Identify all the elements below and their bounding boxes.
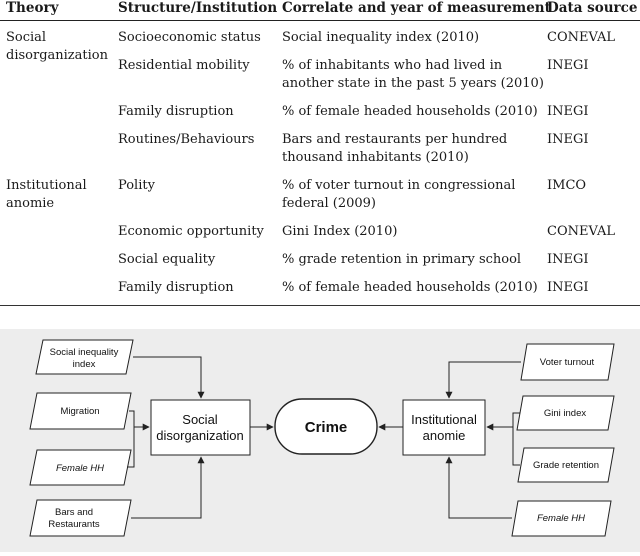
cell-correlate: % grade retention in primary school bbox=[282, 252, 522, 267]
label-social-box-1: Social bbox=[182, 412, 218, 427]
connector-female-hh-left bbox=[127, 434, 135, 468]
connector-voter bbox=[445, 361, 521, 399]
input-shape-female-hh-right bbox=[511, 500, 612, 537]
input-shape-voter bbox=[520, 343, 615, 381]
connector-left-bracket bbox=[133, 421, 149, 434]
cell-structure: Economic opportunity bbox=[118, 224, 264, 239]
cell-correlate: Social inequality index (2010) bbox=[282, 30, 480, 45]
connector-right-bracket bbox=[487, 421, 514, 434]
cell-structure: Polity bbox=[118, 178, 155, 193]
conceptual-diagram: Social inequality index Migration Female… bbox=[0, 329, 640, 552]
connector-social-inequality bbox=[133, 356, 205, 399]
cell-source: INEGI bbox=[547, 132, 589, 147]
cell-source: CONEVAL bbox=[547, 224, 615, 239]
cell-correlate: % of voter turnout in congressional bbox=[282, 178, 516, 193]
cell-correlate: % of inhabitants who had lived in bbox=[282, 58, 503, 73]
table-bottom-rule bbox=[0, 305, 640, 306]
label-voter: Voter turnout bbox=[540, 357, 595, 368]
input-shape-grade bbox=[517, 447, 615, 483]
label-institutional-box-1: Institutional bbox=[411, 412, 477, 427]
label-female-hh-right: Female HH bbox=[537, 513, 585, 524]
connector-grade bbox=[512, 434, 520, 466]
header-structure: Structure/Institution bbox=[118, 0, 278, 16]
label-social-inequality-2: index bbox=[73, 359, 96, 370]
cell-structure: Residential mobility bbox=[118, 58, 250, 73]
cell-source: INEGI bbox=[547, 58, 589, 73]
cell-theory: anomie bbox=[6, 196, 55, 211]
connector-migration bbox=[129, 410, 135, 421]
cell-source: CONEVAL bbox=[547, 30, 615, 45]
connector-female-hh-right bbox=[445, 456, 512, 519]
label-bars-1: Bars and bbox=[55, 507, 93, 518]
cell-source: INEGI bbox=[547, 280, 589, 295]
cell-structure: Family disruption bbox=[118, 104, 234, 119]
connector-bars bbox=[131, 456, 205, 519]
cell-theory: Institutional bbox=[6, 178, 87, 193]
cell-structure: Social equality bbox=[118, 252, 216, 267]
cell-correlate: % of female headed households (2010) bbox=[282, 280, 538, 295]
cell-structure: Socioeconomic status bbox=[118, 30, 261, 45]
header-data-source: Data source bbox=[547, 0, 638, 16]
cell-correlate: thousand inhabitants (2010) bbox=[282, 150, 469, 165]
cell-structure: Routines/Behaviours bbox=[118, 132, 255, 147]
input-shape-social-inequality bbox=[35, 339, 134, 375]
header-correlate: Correlate and year of measurement bbox=[282, 0, 551, 16]
input-shape-gini bbox=[516, 395, 615, 431]
cell-theory: disorganization bbox=[6, 48, 108, 63]
cell-correlate: % of female headed households (2010) bbox=[282, 104, 538, 119]
header-theory: Theory bbox=[6, 0, 59, 16]
box-institutional-anomie bbox=[402, 399, 486, 456]
label-gini: Gini index bbox=[544, 408, 586, 419]
label-migration: Migration bbox=[60, 406, 99, 417]
label-bars-2: Restaurants bbox=[48, 519, 99, 530]
cell-correlate: Gini Index (2010) bbox=[282, 224, 398, 239]
cell-theory: Social bbox=[6, 30, 47, 45]
cell-source: INEGI bbox=[547, 104, 589, 119]
cell-correlate: federal (2009) bbox=[282, 196, 377, 211]
diagram-svg: Social inequality index Migration Female… bbox=[29, 339, 615, 537]
table-header-row: Theory Structure/Institution Correlate a… bbox=[0, 0, 640, 21]
connector-gini bbox=[512, 412, 520, 421]
label-social-box-2: disorganization bbox=[156, 428, 243, 443]
input-shape-bars bbox=[29, 499, 132, 537]
cell-source: IMCO bbox=[547, 178, 587, 193]
cell-correlate: Bars and restaurants per hundred bbox=[282, 132, 508, 147]
cell-correlate: another state in the past 5 years (2010) bbox=[282, 76, 544, 91]
label-social-inequality-1: Social inequality bbox=[50, 347, 119, 358]
label-institutional-box-2: anomie bbox=[423, 428, 466, 443]
box-crime bbox=[274, 398, 378, 455]
input-shape-female-hh-left bbox=[29, 449, 132, 486]
label-crime: Crime bbox=[305, 419, 348, 436]
cell-structure: Family disruption bbox=[118, 280, 234, 295]
box-social-disorganization bbox=[150, 399, 251, 456]
label-female-hh-left: Female HH bbox=[56, 463, 104, 474]
cell-source: INEGI bbox=[547, 252, 589, 267]
label-grade: Grade retention bbox=[533, 460, 599, 471]
input-shape-migration bbox=[29, 392, 132, 430]
